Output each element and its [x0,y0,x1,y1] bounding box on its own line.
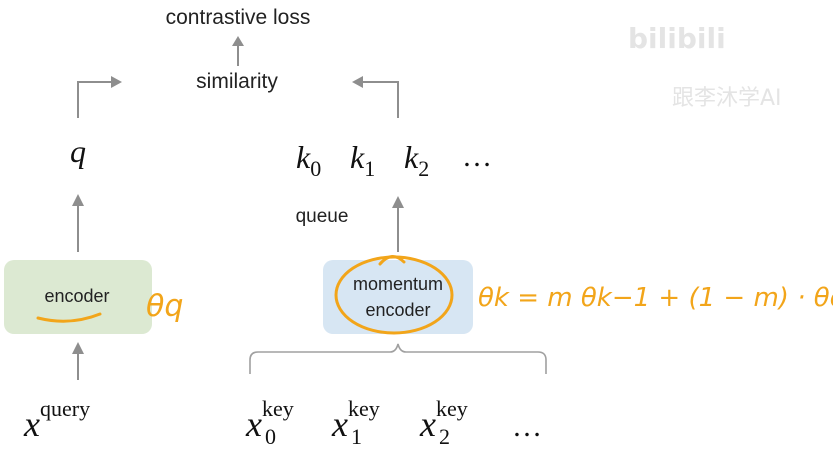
keys-to-similarity-head [352,76,363,88]
key-k0: k0 [296,139,321,181]
keys-to-similarity-arrow [362,81,399,118]
momentum-update-formula: θk = m θk−1 + (1 − m) · θq [478,283,833,313]
momentum-circle-tail-stroke [378,255,406,266]
x-key-1: xkey [331,396,380,444]
x-key-2: xkey [419,396,468,444]
xquery-to-encoder-head [72,342,84,354]
q-to-similarity-arrow [77,81,112,118]
momentum-encoder-box: momentum encoder [323,260,473,334]
handwritten-annotations: θq θk = m θk−1 + (1 − m) · θq [36,255,833,335]
momentum-label-line1: momentum [353,274,443,294]
watermark-channel: 跟李沐学AI [672,86,782,111]
query-q-label: q [70,133,86,169]
key-k1: k1 [350,139,375,181]
arrow-to-loss-head [232,36,244,46]
x-key-2-sub: 2 [439,424,450,449]
x-key-0: xkey [245,396,294,444]
theta-q-annotation: θq [146,289,183,324]
similarity-label: similarity [196,70,278,93]
key-inputs-brace [249,343,547,374]
momentum-encoder-box-bg [323,260,473,334]
bilibili-watermark: bilibili 跟李沐学AI [628,22,782,111]
q-to-similarity-head [111,76,122,88]
watermark-brand: bilibili [628,22,726,55]
momentum-label-line2: encoder [365,300,430,320]
contrastive-loss-label: contrastive loss [166,6,311,29]
encoder-box-bg [4,260,152,334]
momentum-to-keys-head [392,196,404,208]
x-query-label: xquery [23,396,90,444]
x-key-1-sub: 1 [351,424,362,449]
x-key-0-sub: 0 [265,424,276,449]
encoder-underline-stroke [36,312,102,323]
x-key-ellipsis: … [512,410,542,443]
key-ellipsis: … [462,140,492,173]
key-k2: k2 [404,139,429,181]
queue-label: queue [296,206,349,227]
encoder-label: encoder [44,286,109,306]
encoder-to-q-head [72,194,84,206]
key-queue-row: k0 k1 k2 … [296,139,492,181]
encoder-box: encoder [4,260,152,334]
key-inputs-row: xkey 0 xkey 1 xkey 2 … [245,396,542,449]
